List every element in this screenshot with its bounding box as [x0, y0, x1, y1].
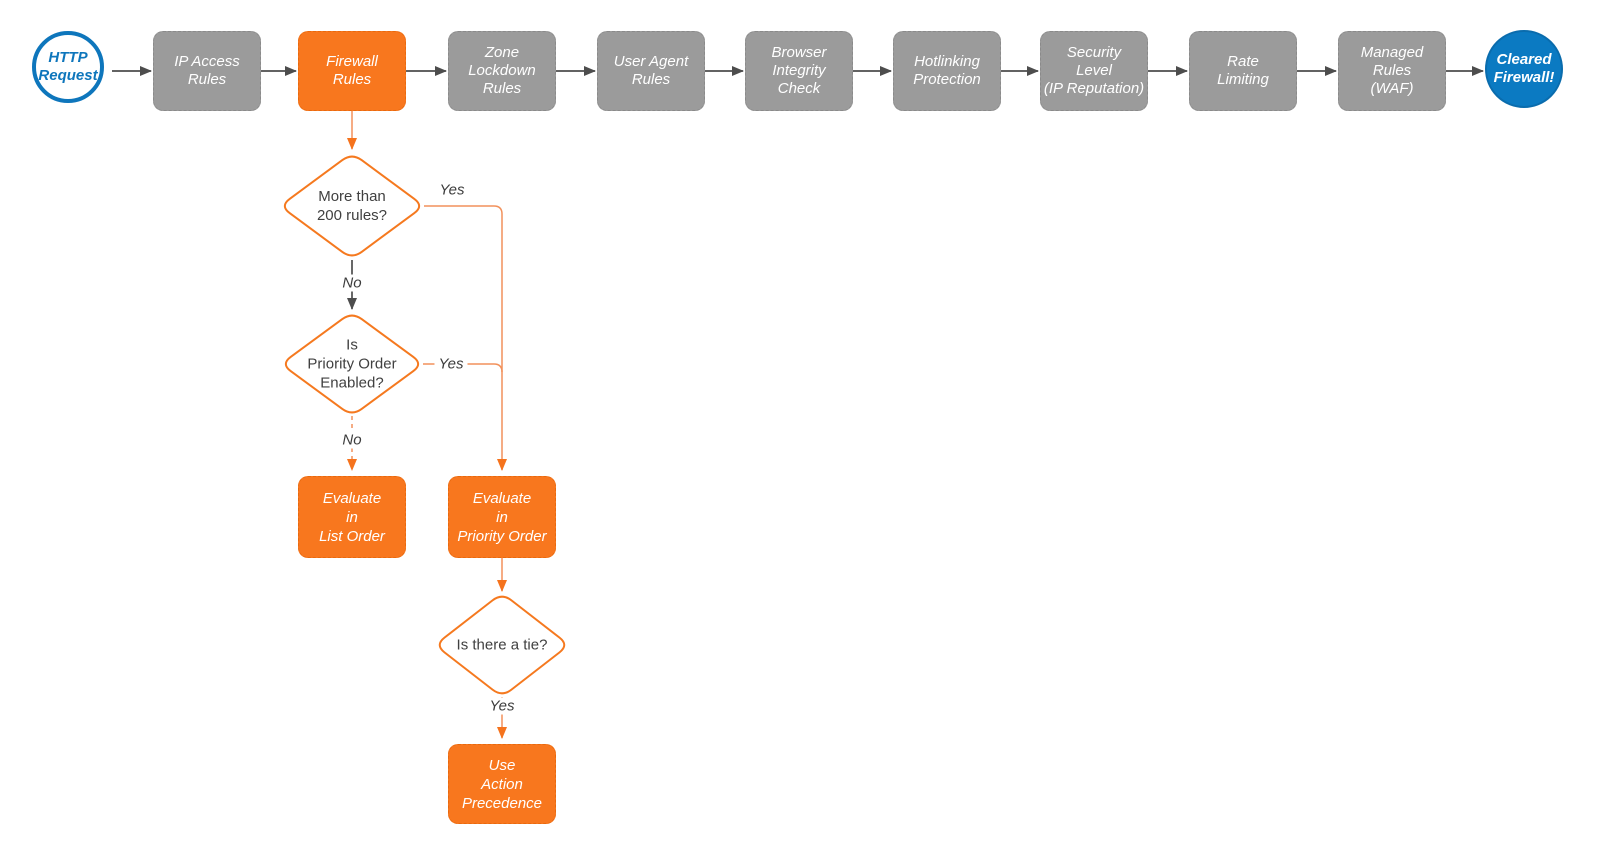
end-node-cleared-firewall: Cleared Firewall! — [1485, 30, 1563, 108]
action-label-line: Evaluate — [322, 489, 382, 507]
stage-rate-limiting: Rate Limiting — [1189, 31, 1297, 111]
decision-rules-count-shape — [283, 155, 421, 257]
stage-label-line: User Agent — [613, 53, 689, 70]
stage-label-line: Firewall — [326, 53, 378, 70]
stage-label-line: Check — [777, 80, 821, 97]
edge-label-yes: Yes — [435, 181, 469, 199]
stage-label-line: Limiting — [1217, 71, 1269, 88]
stage-firewall-rules: Firewall Rules — [298, 31, 406, 111]
stage-label-line: Security — [1066, 44, 1122, 61]
decision-tie-shape — [438, 595, 566, 695]
stage-label-line: Managed — [1360, 44, 1424, 61]
stage-label-line: Rate — [1227, 53, 1259, 70]
stage-zone-lockdown-rules: Zone Lockdown Rules — [448, 31, 556, 111]
end-node-label-line: Firewall! — [1493, 69, 1555, 86]
stage-label-line: Protection — [913, 71, 981, 88]
decision-tie-label: Is there a tie? — [457, 636, 548, 655]
start-node-http-request: HTTP Request — [32, 31, 104, 103]
stage-label-line: Level — [1076, 62, 1112, 79]
action-label-line: in — [496, 508, 508, 526]
stage-browser-integrity-check: Browser Integrity Check — [745, 31, 853, 111]
action-label-line: in — [346, 508, 358, 526]
action-label-line: List Order — [319, 527, 385, 545]
stage-security-level: Security Level (IP Reputation) — [1040, 31, 1148, 111]
action-evaluate-list-order: Evaluate in List Order — [298, 476, 406, 558]
stage-label-line: (IP Reputation) — [1043, 80, 1145, 97]
decision-label-line: Is there a tie? — [456, 636, 548, 654]
arrow-yes-join-priority-line — [423, 363, 503, 373]
arrow-yes-to-evaluate-priority — [424, 205, 507, 471]
action-evaluate-priority-order: Evaluate in Priority Order — [448, 476, 556, 558]
decision-label-line: More than — [318, 188, 386, 205]
stage-managed-rules-waf: Managed Rules (WAF) — [1338, 31, 1446, 111]
end-node-label-line: Cleared — [1496, 51, 1552, 68]
stage-label-line: Rules — [187, 71, 227, 88]
stage-label-line: Rules — [631, 71, 671, 88]
action-label-line: Use — [488, 756, 516, 774]
action-label-line: Precedence — [461, 794, 543, 812]
decision-priority-enabled-shape — [284, 314, 420, 414]
stage-label-line: Rules — [332, 71, 372, 88]
edge-label-yes: Yes — [434, 355, 468, 373]
decision-label-line: Is — [346, 336, 358, 354]
edge-label-no: No — [338, 274, 366, 292]
decision-priority-enabled-label: Is Priority Order Enabled? — [307, 336, 396, 393]
edge-label-no: No — [338, 431, 366, 449]
start-node-label-line: HTTP — [48, 49, 88, 66]
action-label-line: Action — [481, 775, 523, 793]
edge-label-yes: Yes — [485, 697, 519, 715]
stage-user-agent-rules: User Agent Rules — [597, 31, 705, 111]
stage-ip-access-rules: IP Access Rules — [153, 31, 261, 111]
action-label-line: Priority Order — [457, 527, 547, 545]
stage-label-line: IP Access — [174, 53, 240, 70]
action-use-action-precedence: Use Action Precedence — [448, 744, 556, 824]
stage-label-line: Rules — [482, 80, 522, 97]
action-label-line: Evaluate — [472, 489, 532, 507]
stage-label-line: Zone — [484, 44, 520, 61]
stage-label-line: Lockdown — [468, 62, 536, 79]
stage-label-line: Browser — [771, 44, 827, 61]
stage-label-line: Hotlinking — [914, 53, 980, 70]
stage-hotlinking-protection: Hotlinking Protection — [893, 31, 1001, 111]
decision-rules-count-label: More than 200 rules? — [317, 187, 387, 225]
stage-label-line: (WAF) — [1370, 80, 1414, 97]
decision-label-line: Enabled? — [320, 374, 384, 392]
decision-label-line: 200 rules? — [316, 207, 388, 224]
start-node-label-line: Request — [38, 67, 98, 84]
stage-label-line: Integrity — [772, 62, 826, 79]
stage-label-line: Rules — [1372, 62, 1412, 79]
decision-label-line: Priority Order — [307, 355, 397, 373]
